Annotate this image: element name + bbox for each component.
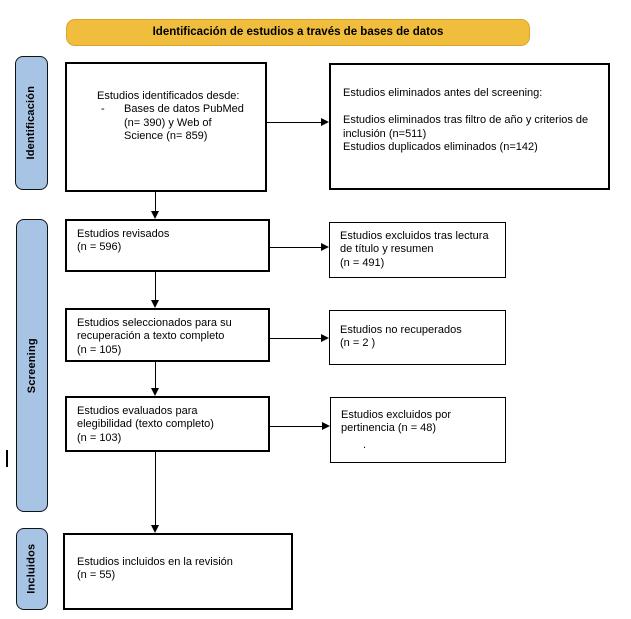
box-removed-title: Estudios eliminados antes del screening:	[343, 87, 543, 99]
box-studies-sought-retrieval: Estudios seleccionados para su recuperac…	[65, 308, 270, 362]
bullet-item: - Bases de datos PubMed (n= 390) y Web o…	[97, 103, 257, 143]
stage-label-identification-text: Identificación	[24, 86, 37, 160]
box-excluded-title-count: (n = 491)	[340, 256, 385, 269]
box-removed-item1: Estudios eliminados tras filtro de año y…	[343, 114, 589, 140]
box-assessed-text: Estudios evaluados para elegibilidad (te…	[77, 405, 214, 431]
arrow-assessed-to-included	[151, 452, 159, 533]
box-studies-identified-title: Estudios identificados desde:	[97, 90, 240, 102]
box-studies-excluded-pertinence: Estudios excluidos por pertinencia (n = …	[330, 397, 506, 463]
bullet-text: Bases de datos PubMed (n= 390) y Web of …	[124, 103, 244, 143]
arrow-sought-to-assessed	[151, 362, 159, 396]
box-included-count: (n = 55)	[77, 569, 116, 582]
box-excluded-title-text: Estudios excluidos tras lectura de títul…	[340, 230, 489, 256]
banner-identification-header: Identificación de estudios a través de b…	[66, 19, 530, 46]
arrow-identified-to-screened	[151, 192, 159, 219]
box-removed-item2: Estudios duplicados eliminados (n=142)	[343, 141, 538, 154]
box-studies-included: Estudios incluidos en la revisión (n = 5…	[63, 533, 293, 610]
stage-label-included-text: Incluidos	[25, 543, 38, 595]
box-studies-identified: Estudios identificados desde: - Bases de…	[65, 62, 267, 192]
box-studies-screened: Estudios revisados (n = 596)	[65, 219, 270, 272]
box-excluded-pertinence-text: Estudios excluidos por pertinencia (n = …	[341, 409, 452, 435]
stray-tick-mark	[6, 450, 8, 467]
stage-label-screening-text: Screening	[25, 338, 38, 393]
box-studies-assessed-eligibility: Estudios evaluados para elegibilidad (te…	[65, 396, 270, 452]
box-sought-count: (n = 105)	[77, 343, 122, 356]
arrow-screened-to-sought	[151, 272, 159, 308]
arrow-sought-to-not-retrieved	[270, 334, 329, 342]
arrow-screened-to-excluded	[270, 243, 329, 251]
box-not-retrieved-count: (n = 2 )	[340, 337, 376, 350]
box-assessed-count: (n = 103)	[77, 431, 122, 444]
box-included-text: Estudios incluidos en la revisión	[77, 556, 233, 568]
box-studies-removed-before-screening: Estudios eliminados antes del screening:…	[329, 63, 610, 190]
arrow-assessed-to-excluded	[270, 422, 330, 430]
box-sought-text: Estudios seleccionados para su recuperac…	[77, 317, 232, 343]
stage-label-screening: Screening	[16, 219, 48, 512]
arrow-identified-to-removed	[267, 118, 329, 126]
stage-label-included: Incluidos	[16, 528, 48, 610]
box-screened-text: Estudios revisados	[77, 228, 170, 240]
bullet-dash: -	[101, 103, 105, 116]
box-studies-not-retrieved: Estudios no recuperados (n = 2 )	[329, 310, 506, 365]
banner-label: Identificación de estudios a través de b…	[152, 26, 444, 39]
stage-label-identification: Identificación	[15, 56, 48, 190]
box-studies-excluded-title-abstract: Estudios excluidos tras lectura de títul…	[329, 222, 506, 278]
box-not-retrieved-text: Estudios no recuperados	[340, 324, 462, 336]
box-excluded-pertinence-dot: .	[363, 438, 367, 451]
box-screened-count: (n = 596)	[77, 241, 122, 254]
